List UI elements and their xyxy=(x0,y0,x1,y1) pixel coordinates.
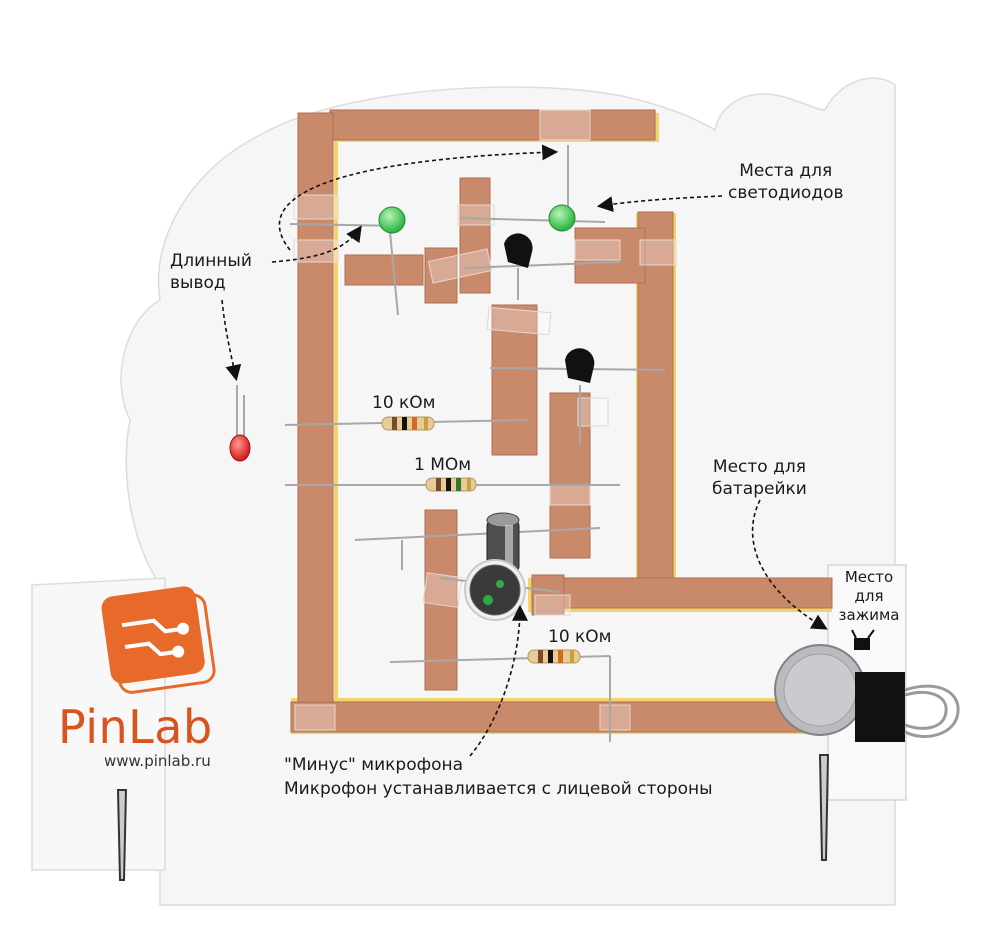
coin-battery xyxy=(774,644,866,736)
microphone xyxy=(464,559,526,621)
resistor-1m xyxy=(425,477,477,492)
copper-tracks xyxy=(290,109,833,733)
pinlab-logo-icon xyxy=(101,586,216,694)
label-clip-place: Место для зажима xyxy=(838,568,900,625)
label-clip-line2: для xyxy=(854,587,884,605)
label-battery-line1: Место для xyxy=(712,457,806,477)
binder-clip xyxy=(855,672,960,742)
resistor-10k-top xyxy=(381,416,435,431)
clip-icon xyxy=(851,629,875,650)
annotation-arrows xyxy=(221,144,828,757)
label-battery-line2: батарейки xyxy=(712,479,807,499)
label-led-places: Места для светодиодов xyxy=(728,160,844,204)
label-long-lead: Длинный вывод xyxy=(170,250,252,294)
resistor-10k-bottom xyxy=(527,649,581,664)
label-long-lead-line2: вывод xyxy=(170,273,226,293)
label-clip-line1: Место xyxy=(844,568,894,586)
stand-pins xyxy=(116,754,830,881)
tape-overlays xyxy=(293,109,677,731)
label-clip-line3: зажима xyxy=(838,606,900,624)
label-long-lead-line1: Длинный xyxy=(170,251,252,271)
label-resistor-r3: 10 кОм xyxy=(548,627,612,647)
transistor-middle xyxy=(565,348,595,383)
green-led-right xyxy=(548,204,576,232)
brand-url: www.pinlab.ru xyxy=(104,752,211,770)
label-mic-minus: "Минус" микрофона xyxy=(284,755,464,775)
label-battery-place: Место для батарейки xyxy=(712,456,807,500)
label-led-places-line1: Места для xyxy=(739,161,833,181)
label-led-places-line2: светодиодов xyxy=(728,183,844,203)
transistor-top xyxy=(504,233,533,268)
label-resistor-r2: 1 МОм xyxy=(414,455,472,475)
red-led xyxy=(229,434,251,462)
label-resistor-r1: 10 кОм xyxy=(372,393,436,413)
green-led-left xyxy=(378,206,406,234)
brand-name: PinLab xyxy=(58,700,213,754)
label-mic-front: Микрофон устанавливается с лицевой сторо… xyxy=(284,779,713,799)
